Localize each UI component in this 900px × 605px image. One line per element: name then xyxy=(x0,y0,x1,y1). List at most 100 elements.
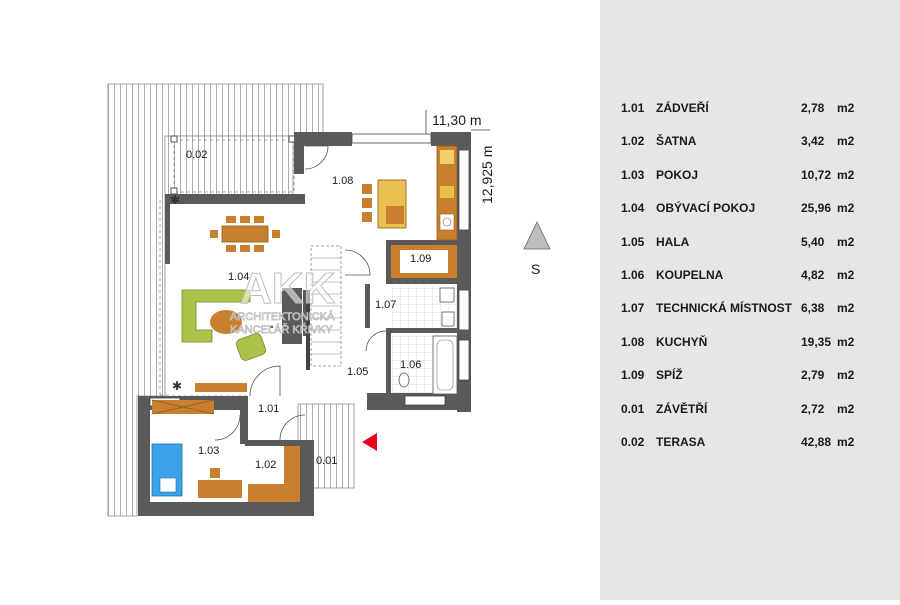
room-row: 1.02 ŠATNA 3,42 m2 xyxy=(621,134,891,152)
room-num: 1.05 xyxy=(621,234,645,249)
watermark: AKK ARCHITEKTONICKÁ KANCELÁŘ KŘIVKY xyxy=(230,264,336,337)
room-row: 1.01 ZÁDVEŘÍ 2,78 m2 xyxy=(621,101,891,119)
room-row: 1.03 POKOJ 10,72 m2 xyxy=(621,168,891,186)
plant-icon: ✱ xyxy=(172,379,182,393)
room-unit: m2 xyxy=(837,134,855,149)
room-area: 4,82 xyxy=(801,268,825,282)
room-area: 2,79 xyxy=(801,368,825,383)
dressing-shelves-bottom xyxy=(248,484,300,502)
room-label-002: 0.02 xyxy=(186,149,207,161)
room-area: 10,72 xyxy=(801,167,832,182)
pillow xyxy=(159,477,177,493)
room-num: 0.01 xyxy=(621,401,645,416)
room-name: TERASA xyxy=(656,435,706,449)
room-unit: m2 xyxy=(837,301,855,316)
room-label-101: 1.01 xyxy=(258,403,279,415)
room-label-107: 1.07 xyxy=(375,299,396,311)
room-area: 6,38 xyxy=(801,301,825,316)
room-label-105: 1.05 xyxy=(347,366,368,378)
room-label-104: 1.04 xyxy=(228,271,249,283)
room-unit: m2 xyxy=(837,234,855,249)
room-area: 19,35 xyxy=(801,334,832,349)
room-num: 1.01 xyxy=(621,101,645,115)
room-name: ŠATNA xyxy=(656,134,697,149)
floor-plan: ▪ 0.02 1.08 1.09 1.04 1.07 1.06 1.05 1.0… xyxy=(107,83,551,517)
watermark-fireplace-mark: ▪ xyxy=(270,322,274,333)
room-row: 1.04 OBÝVACÍ POKOJ 25,96 m2 xyxy=(621,201,891,219)
room-row: 1.05 HALA 5,40 m2 xyxy=(621,235,891,253)
dimension-depth-text: 12,925 m xyxy=(479,146,495,204)
room-num: 1.06 xyxy=(621,268,645,282)
kitchen-island xyxy=(362,179,407,229)
room-row: 1.06 KOUPELNA 4,82 m2 xyxy=(621,268,891,286)
room-name: OBÝVACÍ POKOJ xyxy=(656,201,756,216)
plant-icon: ✱ xyxy=(170,193,180,207)
room-label-103: 1.03 xyxy=(198,445,219,457)
coffee-table xyxy=(210,310,242,334)
room-schedule-panel: 1.01 ZÁDVEŘÍ 2,78 m2 1.02 ŠATNA 3,42 m2 1.03 POKO… xyxy=(600,0,900,600)
bathtub xyxy=(432,335,458,395)
room-unit: m2 xyxy=(837,368,855,383)
room-num: 1.02 xyxy=(621,134,645,149)
room-label-109: 1.09 xyxy=(410,253,431,265)
bathtub-inner xyxy=(436,339,454,391)
tech-unit xyxy=(441,311,455,327)
desk-chair xyxy=(210,468,220,478)
watermark-line1: ARCHITEKTONICKÁ xyxy=(230,310,335,323)
floor-plan-drawing: ▪ 0.02 1.08 1.09 1.04 1.07 1.06 1.05 1.0… xyxy=(107,83,551,517)
tv-cabinet xyxy=(195,383,247,392)
watermark-logo: AKK xyxy=(240,264,336,313)
room-row: 0.02 TERASA 42,88 m2 xyxy=(621,435,891,453)
dining-table xyxy=(210,216,280,252)
desk xyxy=(198,480,242,498)
wardrobe-cross xyxy=(151,399,215,415)
watermark-line2: KANCELÁŘ KŘIVKY xyxy=(230,323,333,336)
room-num: 1.09 xyxy=(621,368,645,383)
room-unit: m2 xyxy=(837,101,855,115)
room-unit: m2 xyxy=(837,167,855,182)
dimension-width-text: 11,30 m xyxy=(432,112,482,128)
room-unit: m2 xyxy=(837,201,855,216)
room-num: 1.07 xyxy=(621,301,645,316)
armchair xyxy=(236,333,266,361)
room-row: 0.01 ZÁVĚTŘÍ 2,72 m2 xyxy=(621,402,891,420)
room-area: 42,88 xyxy=(801,435,832,449)
room-area: 5,40 xyxy=(801,234,825,249)
room-area: 2,78 xyxy=(801,101,825,115)
room-unit: m2 xyxy=(837,401,855,416)
entrance-arrow-icon xyxy=(362,433,377,451)
room-row: 1.09 SPÍŽ 2,79 m2 xyxy=(621,368,891,386)
room-num: 1.04 xyxy=(621,201,645,216)
room-name: KOUPELNA xyxy=(656,268,724,282)
room-label-106: 1.06 xyxy=(400,359,421,371)
room-num: 1.03 xyxy=(621,167,645,182)
room-label-102: 1.02 xyxy=(255,459,276,471)
room-num: 0.02 xyxy=(621,435,645,449)
room-area: 2,72 xyxy=(801,401,825,416)
room-area: 25,96 xyxy=(801,201,832,216)
room-row: 1.08 KUCHYŇ 19,35 m2 xyxy=(621,335,891,353)
room-name: ZÁDVEŘÍ xyxy=(656,101,709,115)
doors xyxy=(214,145,387,441)
sofa xyxy=(181,289,251,343)
dimension-width: 11,30 m xyxy=(425,110,482,134)
pantry-floor xyxy=(400,250,448,273)
room-name: KUCHYŇ xyxy=(656,334,708,349)
room-name: TECHNICKÁ MÍSTNOST xyxy=(656,301,792,316)
room-name: POKOJ xyxy=(656,167,699,182)
room-unit: m2 xyxy=(837,334,855,349)
room-row: 1.07 TECHNICKÁ MÍSTNOST 6,38 m2 xyxy=(621,301,891,319)
room-name: ZÁVĚTŘÍ xyxy=(656,401,708,416)
room-num: 1.08 xyxy=(621,334,645,349)
room-label-108: 1.08 xyxy=(332,175,353,187)
room-unit: m2 xyxy=(837,268,855,282)
north-arrow-icon xyxy=(523,221,551,250)
room-name: SPÍŽ xyxy=(656,368,683,383)
stairs xyxy=(306,245,342,370)
toilet xyxy=(398,372,410,388)
north-label: S xyxy=(531,261,540,277)
room-label-001: 0.01 xyxy=(316,455,337,467)
room-unit: m2 xyxy=(837,435,855,449)
room-name: HALA xyxy=(656,234,690,249)
room-area: 3,42 xyxy=(801,134,825,149)
